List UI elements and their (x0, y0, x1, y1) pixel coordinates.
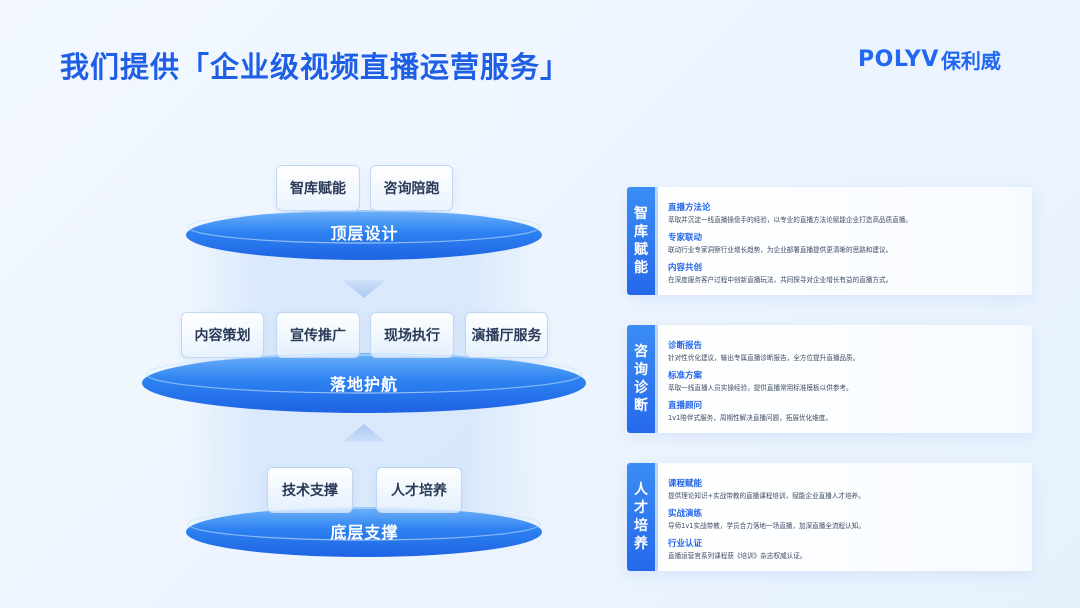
card-consulting: 咨 询 诊 断 诊断报告 针对性优化建议，输出专属直播诊断报告，全方位提升直播品… (627, 325, 1032, 433)
item-desc: 直播运营官系列课程获《培训》杂志权威认证。 (668, 552, 807, 560)
item-heading: 专家联动 (668, 233, 703, 243)
top-layer-label: 顶层设计 (330, 224, 399, 243)
item-desc: 萃取并沉淀一线直播操盘手的经验，以专业的直播方法论赋能企业打造高品质直播。 (668, 216, 912, 224)
card-body: 诊断报告 针对性优化建议，输出专属直播诊断报告，全方位提升直播品质。 标准方案 … (668, 325, 1024, 433)
pill-label: 咨询陪跑 (383, 181, 440, 197)
middle-to-bottom-beam (187, 400, 542, 525)
pill-think-tank: 智库赋能 (276, 165, 360, 211)
item-desc: 导师1v1实战带教，学员合力落地一场直播，加深直播全流程认知。 (668, 522, 865, 530)
item-desc: 在深度服务客户过程中创新直播玩法，共同探寻对企业增长有益的直播方式。 (668, 276, 893, 284)
card-talent: 人 才 培 养 课程赋能 提供理论知识+实战带教的直播课程培训，赋能企业直播人才… (627, 463, 1032, 571)
card-side-label: 咨 询 诊 断 (627, 325, 655, 433)
side-char: 人 (634, 482, 648, 498)
card-accent-bar (655, 325, 658, 433)
side-char: 询 (634, 362, 648, 378)
top-layer-disc (186, 210, 542, 260)
side-char: 诊 (634, 380, 648, 396)
side-char: 能 (634, 260, 648, 276)
side-char: 养 (634, 536, 648, 552)
card-side-label: 智 库 赋 能 (627, 187, 655, 295)
logo-chinese-name: 保利威 (940, 49, 1001, 73)
pill-label: 内容策划 (194, 328, 251, 344)
item-heading: 行业认证 (668, 539, 703, 549)
pill-consulting: 咨询陪跑 (370, 165, 453, 211)
pill-studio-service: 演播厅服务 (465, 312, 548, 358)
item-heading: 内容共创 (668, 263, 703, 273)
card-body: 课程赋能 提供理论知识+实战带教的直播课程培训，赋能企业直播人才培养。 实战演练… (668, 463, 1024, 571)
item-heading: 课程赋能 (668, 479, 703, 489)
side-char: 培 (634, 518, 648, 534)
item-heading: 实战演练 (668, 509, 703, 519)
pill-content-planning: 内容策划 (181, 312, 264, 358)
side-char: 库 (634, 224, 648, 240)
item-heading: 标准方案 (668, 371, 703, 381)
pill-label: 宣传推广 (290, 328, 346, 344)
pill-label: 人才培养 (391, 483, 447, 499)
middle-layer-label: 落地护航 (329, 375, 398, 394)
arrow-down-icon (342, 280, 386, 298)
bottom-layer-disc (186, 507, 542, 557)
item-heading: 直播顾问 (668, 401, 703, 411)
pill-promotion: 宣传推广 (276, 312, 360, 358)
card-side-label: 人 才 培 养 (627, 463, 655, 571)
item-desc: 1v1陪伴式服务，周期性解决直播问题，拓展优化维度。 (668, 414, 832, 422)
pill-label: 演播厅服务 (471, 328, 542, 344)
item-desc: 提供理论知识+实战带教的直播课程培训，赋能企业直播人才培养。 (668, 492, 865, 500)
item-desc: 萃取一线直播人员实操经验，提供直播常用标准模板以供参考。 (668, 384, 853, 392)
pill-onsite-execution: 现场执行 (370, 312, 454, 358)
pill-label: 现场执行 (384, 328, 440, 344)
middle-layer-disc (142, 353, 586, 413)
pill-talent-training: 人才培养 (376, 467, 462, 513)
card-accent-bar (655, 463, 658, 571)
card-body: 直播方法论 萃取并沉淀一线直播操盘手的经验，以专业的直播方法论赋能企业打造高品质… (668, 187, 1024, 295)
pill-label: 技术支撑 (282, 483, 338, 499)
item-desc: 联动行业专家洞察行业增长趋势，为企业部署直播提供更清晰的思路和建议。 (668, 246, 893, 254)
item-desc: 针对性优化建议，输出专属直播诊断报告，全方位提升直播品质。 (668, 354, 860, 362)
arrow-up-icon (342, 424, 386, 442)
page-title: 我们提供「企业级视频直播运营服务」 (60, 50, 571, 84)
card-think-tank: 智 库 赋 能 直播方法论 萃取并沉淀一线直播操盘手的经验，以专业的直播方法论赋… (627, 187, 1032, 295)
item-heading: 诊断报告 (668, 341, 703, 351)
brand-logo: POLYV 保利威 (858, 45, 1001, 74)
logo-wordmark: POLYV (858, 47, 939, 72)
card-accent-bar (655, 187, 658, 295)
side-char: 赋 (634, 242, 648, 258)
pill-tech-support: 技术支撑 (267, 467, 353, 513)
side-char: 智 (634, 206, 648, 222)
side-char: 断 (634, 398, 648, 414)
bottom-layer-label: 底层支撑 (330, 523, 399, 542)
item-heading: 直播方法论 (668, 203, 711, 213)
side-char: 咨 (634, 344, 648, 360)
side-char: 才 (634, 500, 648, 516)
pill-label: 智库赋能 (290, 181, 346, 197)
